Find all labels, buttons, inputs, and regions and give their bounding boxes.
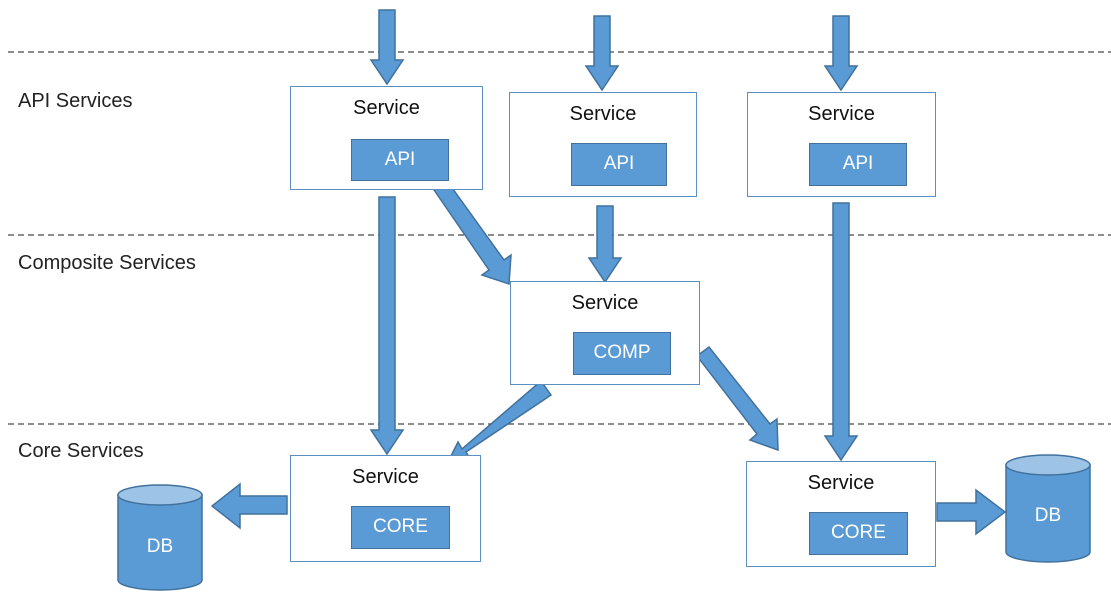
db-left-cylinder — [117, 484, 203, 591]
arrow-core2-to-db-right — [936, 488, 1007, 536]
api-badge: API — [351, 139, 449, 181]
service-title: Service — [807, 472, 875, 494]
arrow-api1-to-core1 — [369, 196, 405, 456]
arrow-comp-to-core2 — [695, 345, 779, 452]
arrow-api2-to-comp — [587, 205, 623, 284]
core-service-2: Service CORE — [746, 461, 936, 567]
db-right-label: DB — [1034, 505, 1062, 526]
api-service-1: Service API — [290, 86, 483, 190]
core-badge: CORE — [809, 512, 908, 555]
incoming-arrow-api-2 — [584, 15, 620, 92]
core-badge: CORE — [351, 506, 450, 549]
core-service-1: Service CORE — [290, 455, 481, 562]
api-badge: API — [571, 143, 667, 186]
service-title: Service — [569, 103, 637, 125]
composite-service: Service COMP — [510, 281, 700, 385]
db-left-label: DB — [146, 536, 174, 557]
service-title: Service — [808, 103, 875, 125]
arrow-api3-to-core2 — [823, 202, 859, 462]
incoming-arrow-api-1 — [369, 9, 405, 86]
layer-label-composite: Composite Services — [18, 252, 196, 274]
arrow-core1-to-db-left — [210, 482, 288, 530]
api-badge: API — [809, 143, 907, 186]
layer-label-api: API Services — [18, 90, 133, 112]
comp-badge: COMP — [573, 332, 671, 375]
service-title: Service — [571, 292, 639, 314]
service-title: Service — [352, 466, 419, 488]
db-right-cylinder — [1005, 454, 1091, 563]
api-service-2: Service API — [509, 92, 697, 197]
service-title: Service — [353, 97, 420, 119]
arrow-api1-to-comp — [430, 176, 512, 286]
incoming-arrow-api-3 — [823, 15, 859, 92]
layer-label-core: Core Services — [18, 440, 144, 462]
api-service-3: Service API — [747, 92, 936, 197]
